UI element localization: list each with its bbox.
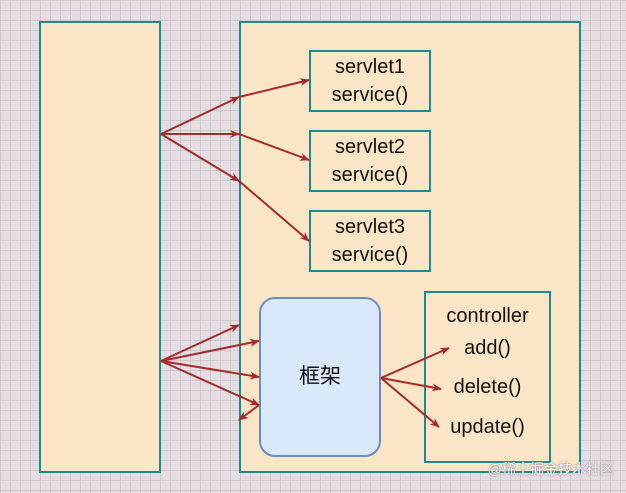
servlet3-name: servlet3: [334, 216, 406, 238]
watermark: @稀土掘金技术社区: [487, 461, 614, 477]
framework-box: 框架: [259, 297, 381, 457]
arrow-to-servlet1: [238, 78, 310, 98]
arrow-to-framework-1: [160, 324, 240, 362]
left-panel: [39, 21, 161, 473]
servlet3-box: servlet3 service(): [309, 210, 431, 272]
controller-title: controller: [446, 305, 529, 327]
controller-method-update: update(): [450, 416, 525, 438]
arrow-to-framework-2: [160, 338, 260, 362]
controller-box: controller add() delete() update(): [424, 291, 551, 463]
servlet1-box: servlet1 service(): [309, 50, 431, 112]
servlet3-method: service(): [331, 244, 409, 266]
arrow-to-framework-4: [160, 360, 260, 406]
arrow-to-servlet2: [238, 133, 310, 161]
arrow-to-delete: [380, 377, 442, 392]
arrow-to-servlet3: [238, 180, 310, 242]
framework-label: 框架: [299, 365, 341, 388]
arrow-left-to-right-upper: [160, 96, 240, 135]
servlet1-name: servlet1: [334, 56, 406, 78]
servlet2-name: servlet2: [334, 136, 406, 158]
servlet1-method: service(): [331, 84, 409, 106]
arrow-to-add: [380, 347, 450, 379]
controller-method-delete: delete(): [453, 376, 522, 398]
arrow-framework-mid: [238, 404, 260, 421]
arrow-to-framework-3: [160, 360, 260, 380]
arrow-to-update: [380, 377, 440, 428]
arrow-left-to-right-lower: [160, 133, 240, 182]
controller-method-add: add(): [464, 337, 511, 359]
servlet2-method: service(): [331, 164, 409, 186]
servlet2-box: servlet2 service(): [309, 130, 431, 192]
